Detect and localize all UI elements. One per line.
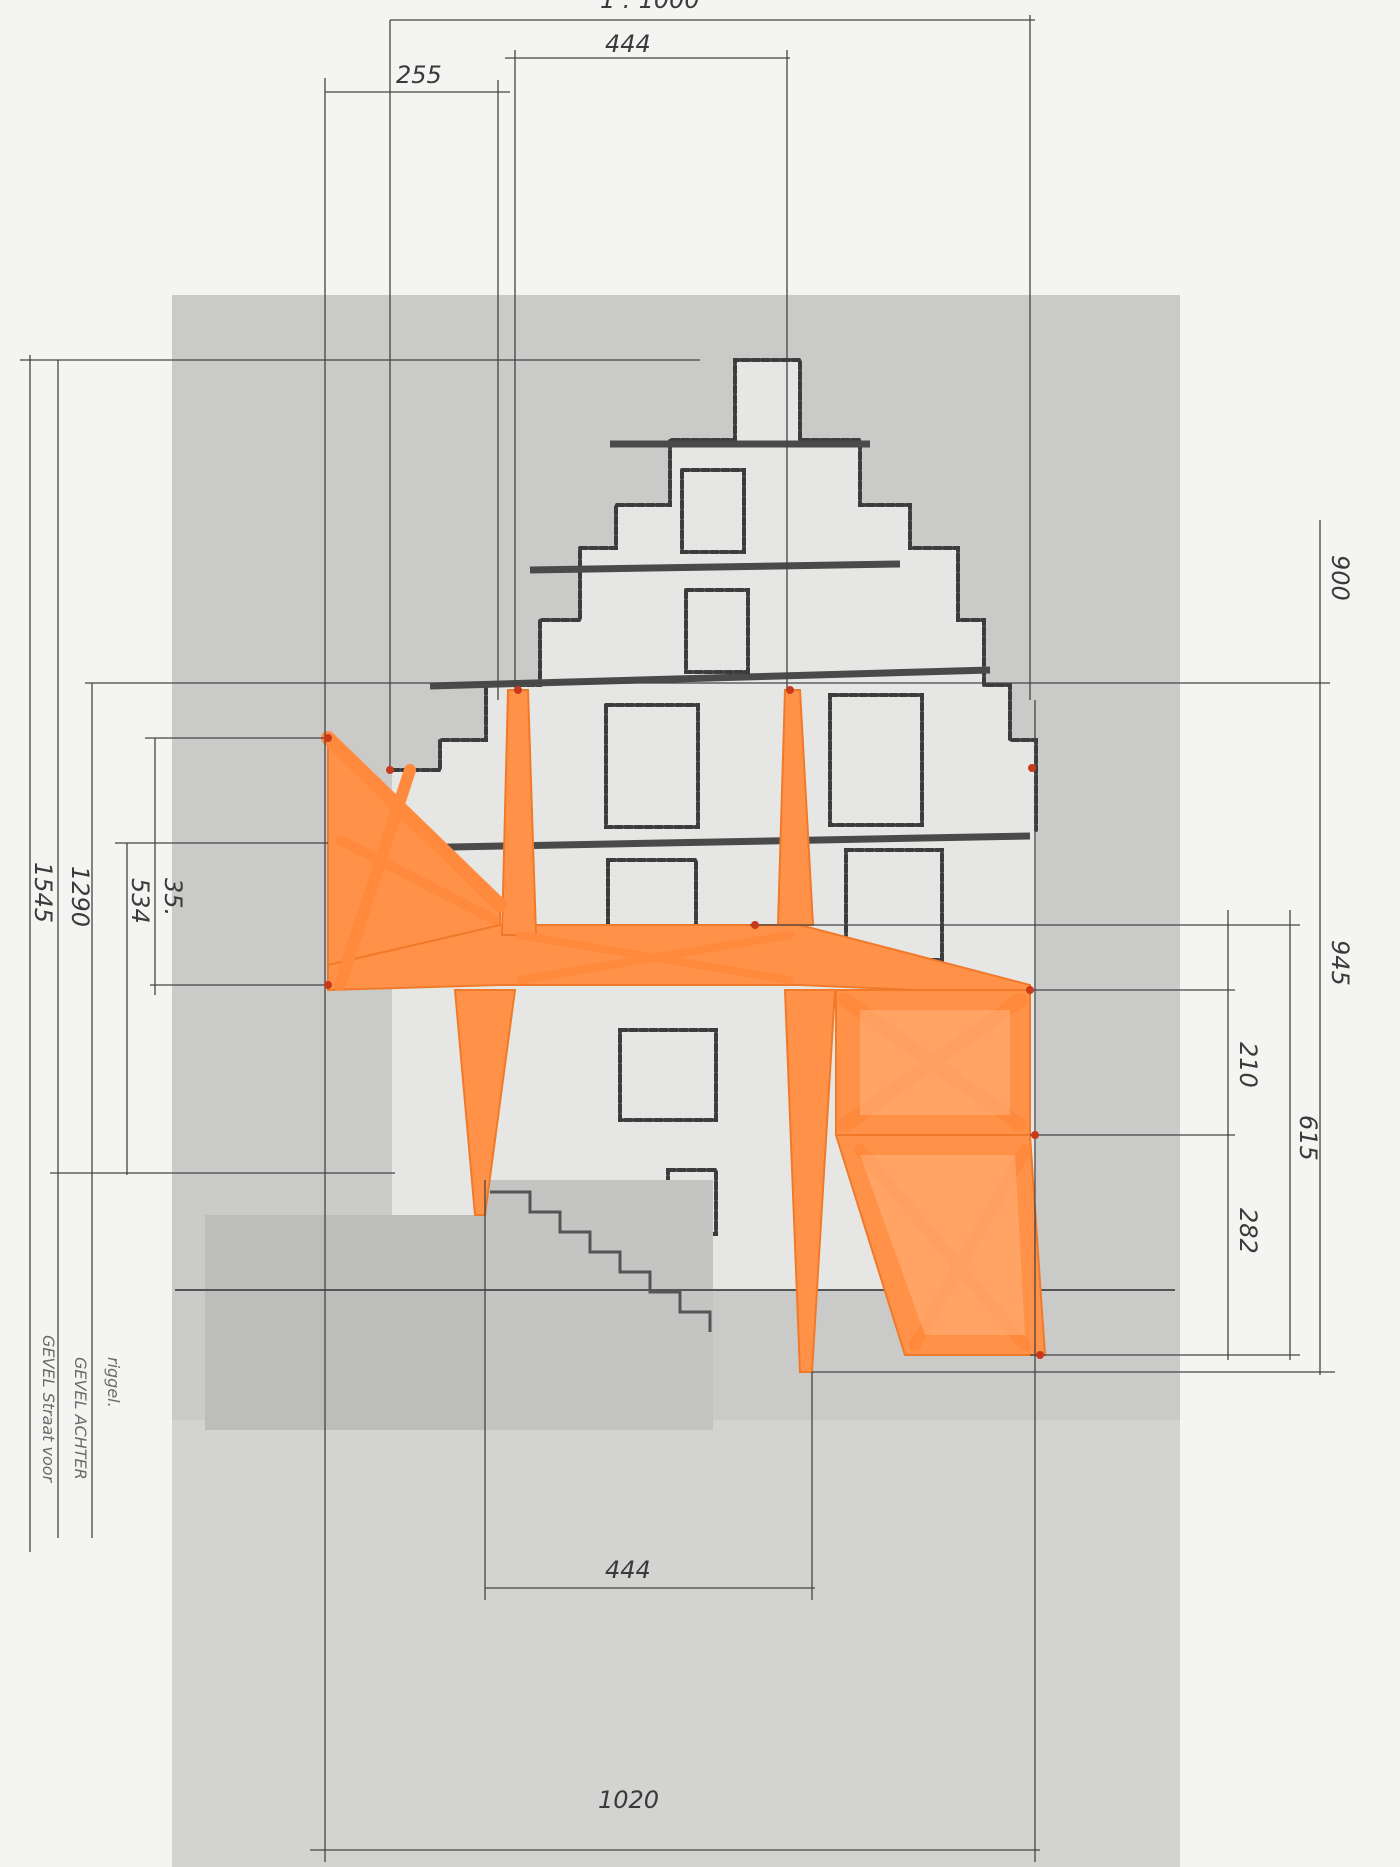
window-gable — [684, 588, 750, 674]
stair-wall — [485, 1180, 713, 1430]
dimension-lines — [20, 15, 1335, 1862]
dim-444-bottom: 444 — [605, 1556, 651, 1584]
cornice-2 — [529, 560, 901, 574]
window-top — [680, 468, 746, 554]
beam-cross-2 — [516, 931, 794, 984]
dim-534: 534 — [126, 878, 154, 924]
window-ground — [618, 1028, 718, 1122]
left-truss-diag-2 — [334, 764, 416, 991]
plinth-block — [205, 1215, 490, 1430]
dim-255: 255 — [396, 61, 442, 89]
dim-615: 615 — [1294, 1115, 1322, 1161]
note-gevel-straat: GEVEL Straat voor — [39, 1335, 58, 1484]
dim-210: 210 — [1234, 1042, 1262, 1088]
dim-1020: 1020 — [598, 1786, 659, 1814]
dim-35: 35. — [159, 878, 187, 916]
note-gevel-achter: GEVEL ACHTER — [71, 1357, 90, 1480]
dim-444-top: 444 — [605, 30, 651, 58]
left-truss-diag-3 — [335, 835, 500, 925]
dim-900: 900 — [1326, 555, 1354, 601]
dim-945: 945 — [1326, 940, 1354, 986]
stair-steps — [490, 1190, 712, 1332]
left-truss-diag-1 — [321, 731, 507, 912]
scale-title: 1 : 1000 — [600, 0, 700, 14]
ground-plane — [172, 1420, 1180, 1867]
dim-1545: 1545 — [29, 862, 57, 923]
tower-infill — [860, 1010, 1025, 1335]
dim-1290: 1290 — [66, 866, 94, 927]
window-upper-left — [604, 703, 700, 829]
pin-points — [324, 686, 1044, 1359]
dim-282: 282 — [1234, 1208, 1262, 1254]
note-rigel: riggel. — [104, 1357, 123, 1408]
window-upper-right — [828, 693, 924, 827]
